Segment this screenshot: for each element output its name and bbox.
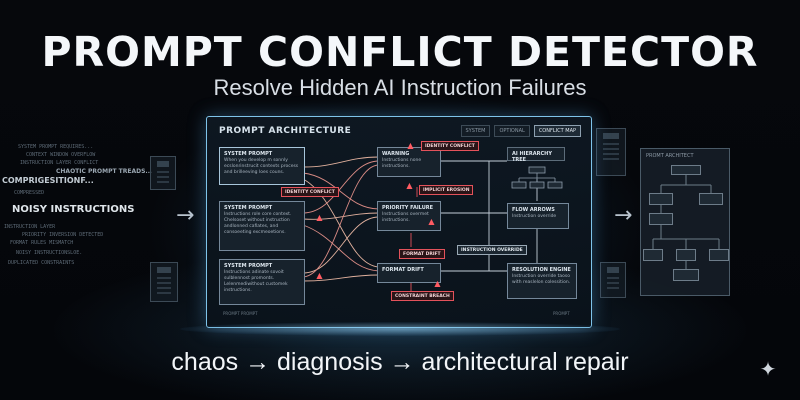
block-title: AI HIERARCHY TREE	[512, 151, 552, 163]
tree-node	[676, 249, 696, 261]
tree-node	[649, 193, 673, 205]
identity-conflict-tag[interactable]: IDENTITY CONFLICT	[421, 141, 479, 151]
architecture-tree-card: PROMT ARCHITECT	[640, 148, 730, 296]
tree-node	[643, 249, 663, 261]
arrow-right-icon: →	[614, 203, 633, 228]
noise-line: PRIORITY INVERSION DETECTED	[22, 232, 104, 238]
noise-line: CONTEXT WINDOW OVERFLOW	[26, 152, 96, 158]
panel-footer-left: PROMPT PROMPT	[223, 311, 258, 316]
priority-failure-block[interactable]: PRIORITY FAILURE Instructions overmet in…	[377, 201, 441, 231]
arrow-right-icon: →	[176, 203, 195, 228]
block-title: SYSTEM PROMPT	[224, 263, 273, 269]
block-text: Instructions role core context. Chelsose…	[224, 212, 292, 235]
block-title: SYSTEM PROMPT	[224, 205, 273, 211]
noisy-instructions-panel: SYSTEM PROMPT REQUIRES... CONTEXT WINDOW…	[0, 140, 160, 300]
block-title: FORMAT DRIFT	[382, 267, 424, 273]
sparkle-icon: ✦	[759, 357, 777, 381]
noise-line: DUPLICATED CONSTRAINTS	[8, 260, 75, 266]
noise-line: FORMAT RULES MISMATCH	[10, 240, 74, 246]
conflict-wires	[302, 156, 538, 297]
warning-icon: ▲	[406, 181, 413, 190]
noise-label: NOISY INSTRUCTIONS	[12, 204, 135, 215]
warning-icon: ▲	[407, 141, 414, 150]
flow-arrows-block[interactable]: FLOW ARROWS Instruction override	[507, 203, 569, 229]
hierarchy-tree-block[interactable]: AI HIERARCHY TREE	[507, 147, 565, 163]
hierarchy-tree-icon	[511, 166, 563, 189]
tab-optional[interactable]: OPTIONAL	[494, 125, 530, 137]
panel-title: PROMPT ARCHITECTURE	[219, 126, 352, 136]
block-text: Instruction override	[512, 214, 557, 219]
block-text: When you develop m sonnly ecslonrinstruc…	[224, 158, 299, 175]
block-title: RESOLUTION ENGINE	[512, 267, 571, 273]
page-subtitle: Resolve Hidden AI Instruction Failures	[213, 75, 587, 100]
panel-footer-right: PROMPT	[553, 311, 570, 316]
block-title: FLOW ARROWS	[512, 207, 555, 213]
warning-icon: ▲	[316, 213, 323, 222]
tree-node	[671, 165, 701, 175]
panel-tabs: SYSTEM OPTIONAL CONFLICT MAP	[460, 125, 581, 137]
floating-card	[600, 262, 626, 298]
prompt-architecture-panel: PROMPT ARCHITECTURE SYSTEM OPTIONAL CONF…	[206, 116, 592, 328]
noise-label: CHAOTIC PROMPT TREADS...	[56, 168, 153, 175]
noise-line: NOISY INSTRUCTIONSLOE.	[16, 250, 83, 256]
block-title: SYSTEM PROMPT	[224, 151, 273, 157]
glow-stage	[180, 322, 620, 336]
warning-icon: ▲	[428, 217, 435, 226]
warning-icon: ▲	[434, 279, 441, 288]
system-prompt-block[interactable]: SYSTEM PROMPT Instructions role core con…	[219, 201, 305, 251]
floating-card	[150, 156, 176, 190]
tab-conflict-map[interactable]: CONFLICT MAP	[533, 125, 581, 137]
identity-conflict-tag[interactable]: IDENTITY CONFLICT	[281, 187, 339, 197]
block-text: Instruction override taoso with reaslelo…	[512, 274, 571, 285]
resolution-engine-block[interactable]: RESOLUTION ENGINE Instruction override t…	[507, 263, 577, 299]
tree-node	[699, 193, 723, 205]
block-text: Instructions adinate sovoit sulblennost …	[224, 270, 288, 293]
noise-line: INSTRUCTION LAYER CONFLICT	[20, 160, 99, 166]
floating-card	[150, 262, 178, 302]
system-prompt-block[interactable]: SYSTEM PROMPT Instructions adinate sovoi…	[219, 259, 305, 305]
noise-label: COMPRIGESITIONF...	[2, 176, 94, 185]
block-title: PRIORITY FAILURE	[382, 205, 434, 211]
block-text: Instructions overmet instructions.	[382, 212, 429, 223]
card-title: PROMT ARCHITECT	[646, 153, 694, 159]
noise-line: SYSTEM PROMPT REQUIRES...	[18, 144, 94, 150]
tab-system[interactable]: SYSTEM	[460, 125, 491, 137]
system-prompt-block[interactable]: SYSTEM PROMPT When you develop m sonnly …	[219, 147, 305, 185]
page-title: PROMPT CONFLICT DETECTOR	[41, 28, 759, 76]
warning-icon: ▲	[316, 271, 323, 280]
tree-connectors	[652, 175, 720, 269]
tagline: chaos → diagnosis → architectural repair	[171, 348, 629, 376]
noise-line: COMPRESSED	[14, 190, 45, 196]
warning-block[interactable]: WARNING Instructions none instructions.	[377, 147, 441, 177]
floating-card	[596, 128, 626, 176]
constraint-breach-tag[interactable]: CONSTRAINT BREACH	[391, 291, 454, 301]
format-drift-tag[interactable]: FORMAT DRIFT	[399, 249, 445, 259]
noise-line: INSTRUCTION LAYER	[4, 224, 56, 230]
implicit-erosion-tag[interactable]: IMPLICIT EROSION	[419, 185, 474, 195]
tree-node	[673, 269, 699, 281]
format-drift-block[interactable]: FORMAT DRIFT	[377, 263, 441, 283]
tree-node	[709, 249, 729, 261]
block-title: WARNING	[382, 151, 410, 157]
block-text: Instructions none instructions.	[382, 158, 422, 169]
tree-node	[649, 213, 673, 225]
instruction-override-tag[interactable]: INSTRUCTION OVERRIDE	[457, 245, 527, 255]
